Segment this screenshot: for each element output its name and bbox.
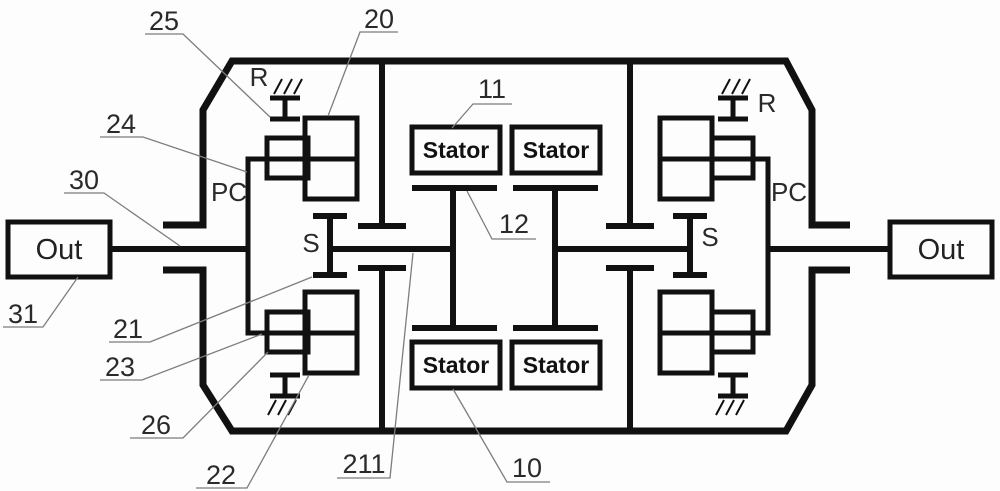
housing-upper-shell (163, 57, 850, 229)
callout-31-leader (3, 276, 79, 328)
callout-25-leader (145, 33, 271, 118)
ring-label-left: R (250, 62, 269, 92)
stator-label-bottom-left: Stator (423, 352, 490, 378)
carrier-label-right: PC (771, 177, 807, 207)
stator-box-bottom-right (509, 339, 603, 391)
ring-label-right: R (758, 88, 777, 118)
ring-gear-ground-bottom-left (270, 372, 300, 399)
callout-211: 211 (342, 449, 385, 479)
planet-pinion-upper-right (709, 135, 756, 181)
callout-30: 30 (69, 165, 99, 195)
ground-hatching-bottom-right (715, 399, 745, 416)
planetary-right (657, 78, 771, 416)
carrier-label-left: PC (211, 177, 247, 207)
callout-25: 25 (149, 6, 179, 36)
callout-26: 26 (141, 410, 171, 440)
stator-box-top-right (509, 124, 603, 176)
housing (163, 57, 850, 435)
out-box-right (887, 219, 995, 280)
out-label-right: Out (918, 234, 965, 266)
sun-label-left: S (302, 228, 319, 258)
housing-lower-shell (163, 266, 850, 435)
stator-label-top-right: Stator (523, 137, 590, 163)
callout-20-leader (327, 31, 398, 117)
callout-22: 22 (206, 460, 236, 490)
ground-hatching-bottom-left (267, 399, 297, 416)
out-box-left (5, 219, 113, 280)
stator-box-bottom-left (409, 339, 503, 391)
callout-11: 11 (478, 74, 506, 104)
planetary-left (245, 78, 360, 416)
sun-gear-left (313, 213, 347, 278)
callout-24-leader (100, 136, 248, 173)
stator-label-bottom-right: Stator (523, 352, 590, 378)
ring-gear-ground-top-left (270, 95, 300, 122)
callout-26-leader (130, 351, 269, 439)
callout-211-leader (337, 252, 414, 479)
ring-gear-ground-top-right (718, 95, 748, 122)
stator-box-top-left (409, 124, 503, 176)
callout-10: 10 (512, 453, 542, 483)
planet-pinion-lower-left (264, 309, 311, 355)
callout-31: 31 (8, 299, 38, 329)
callout-30-leader (64, 192, 181, 247)
planet-carrier-left (245, 156, 305, 336)
callout-24: 24 (106, 109, 136, 139)
callout-12: 12 (499, 209, 529, 239)
planet-pinion-upper-left (264, 135, 311, 181)
callout-22-leader (196, 374, 310, 489)
callout-21-leader (109, 276, 313, 343)
rotor-left (412, 185, 497, 331)
ring-gear-ground-bottom-right (718, 372, 748, 399)
out-label-left: Out (36, 234, 83, 266)
letter-labels: R R PC PC S S (211, 62, 807, 258)
planet-pinion-lower-right (709, 309, 756, 355)
motor-section: Stator Stator Stator Stator (409, 124, 603, 391)
ground-hatching-top-right (721, 78, 751, 95)
outputs: Out Out (5, 219, 995, 280)
callout-21: 21 (113, 314, 143, 344)
callouts: 25 20 24 30 31 21 23 26 22 211 10 11 12 (3, 4, 550, 490)
sun-label-right: S (701, 222, 718, 252)
callout-23-leader (100, 333, 263, 381)
rotor-right (513, 185, 598, 331)
stator-label-top-left: Stator (423, 137, 490, 163)
callout-23: 23 (105, 352, 135, 382)
callout-10-leader (452, 388, 550, 483)
sun-gear-right (673, 213, 707, 278)
callout-12-leader (466, 190, 536, 240)
planet-carrier-right (712, 156, 771, 336)
ground-hatching-top-left (273, 78, 303, 95)
callout-11-leader (451, 103, 512, 129)
callout-20: 20 (364, 4, 394, 34)
